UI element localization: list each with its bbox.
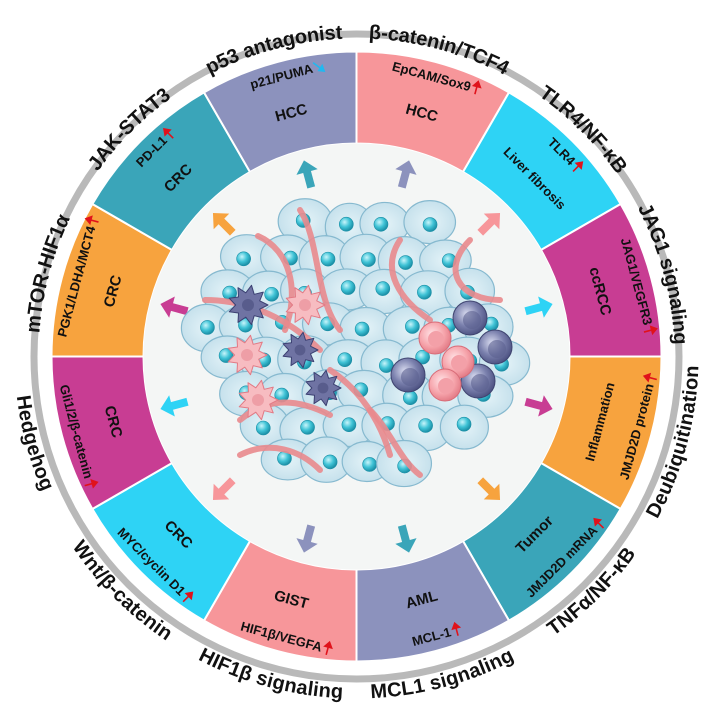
tumor-cell-pink: [227, 334, 268, 376]
tissue-cell: [439, 404, 489, 450]
tissue-cell: [219, 234, 274, 279]
up-arrow-icon: [163, 127, 174, 139]
lymphocyte-dark: [390, 357, 426, 393]
arrow-3: [296, 160, 318, 189]
lymphocyte-pink: [428, 368, 462, 402]
macrophage-dark: [228, 284, 269, 326]
arrow-11: [212, 477, 236, 501]
fiber: [452, 237, 503, 303]
lymphocyte-dark: [452, 300, 488, 336]
tissue-cell: [300, 436, 353, 483]
fiber: [255, 233, 295, 333]
lymphocyte-pink: [418, 321, 452, 355]
arrow-12: [160, 395, 189, 417]
pathway-arrows: [160, 160, 553, 553]
fiber: [388, 237, 433, 323]
up-arrow-icon: [643, 325, 658, 336]
fiber: [327, 367, 393, 458]
up-arrow-icon: [572, 161, 584, 172]
up-arrow-icon: [84, 478, 99, 489]
up-arrow-icon: [642, 372, 657, 383]
arrow-6: [524, 296, 553, 318]
sector-ring: [50, 50, 663, 663]
tumor-tissue-illustration: [180, 198, 531, 488]
arrow-8: [477, 477, 501, 501]
immune-cells: [227, 284, 513, 421]
up-arrow-icon: [451, 621, 462, 636]
up-arrow-icon: [182, 591, 194, 603]
down-arrow-icon: [312, 62, 326, 73]
tumor-cell-pink: [238, 379, 279, 421]
tissue-cell: [322, 404, 376, 448]
tissue-cell: [403, 200, 457, 245]
up-arrow-icon: [593, 517, 605, 529]
arrow-1: [160, 296, 189, 318]
arrow-5: [477, 212, 501, 236]
lymphocyte-dark: [477, 329, 513, 365]
fiber: [297, 207, 343, 333]
up-arrow-icon: [323, 640, 333, 656]
macrophage-dark: [282, 331, 319, 369]
arrow-10: [296, 524, 318, 553]
arrow-7: [524, 395, 553, 417]
macrophage-dark: [305, 369, 342, 407]
up-arrow-icon: [471, 80, 482, 95]
fiber: [237, 444, 323, 473]
arrow-4: [395, 160, 417, 189]
tumor-cell-pink: [285, 284, 326, 326]
arrow-9: [395, 524, 417, 553]
arrow-2: [212, 212, 236, 236]
up-arrow-icon: [84, 215, 99, 226]
